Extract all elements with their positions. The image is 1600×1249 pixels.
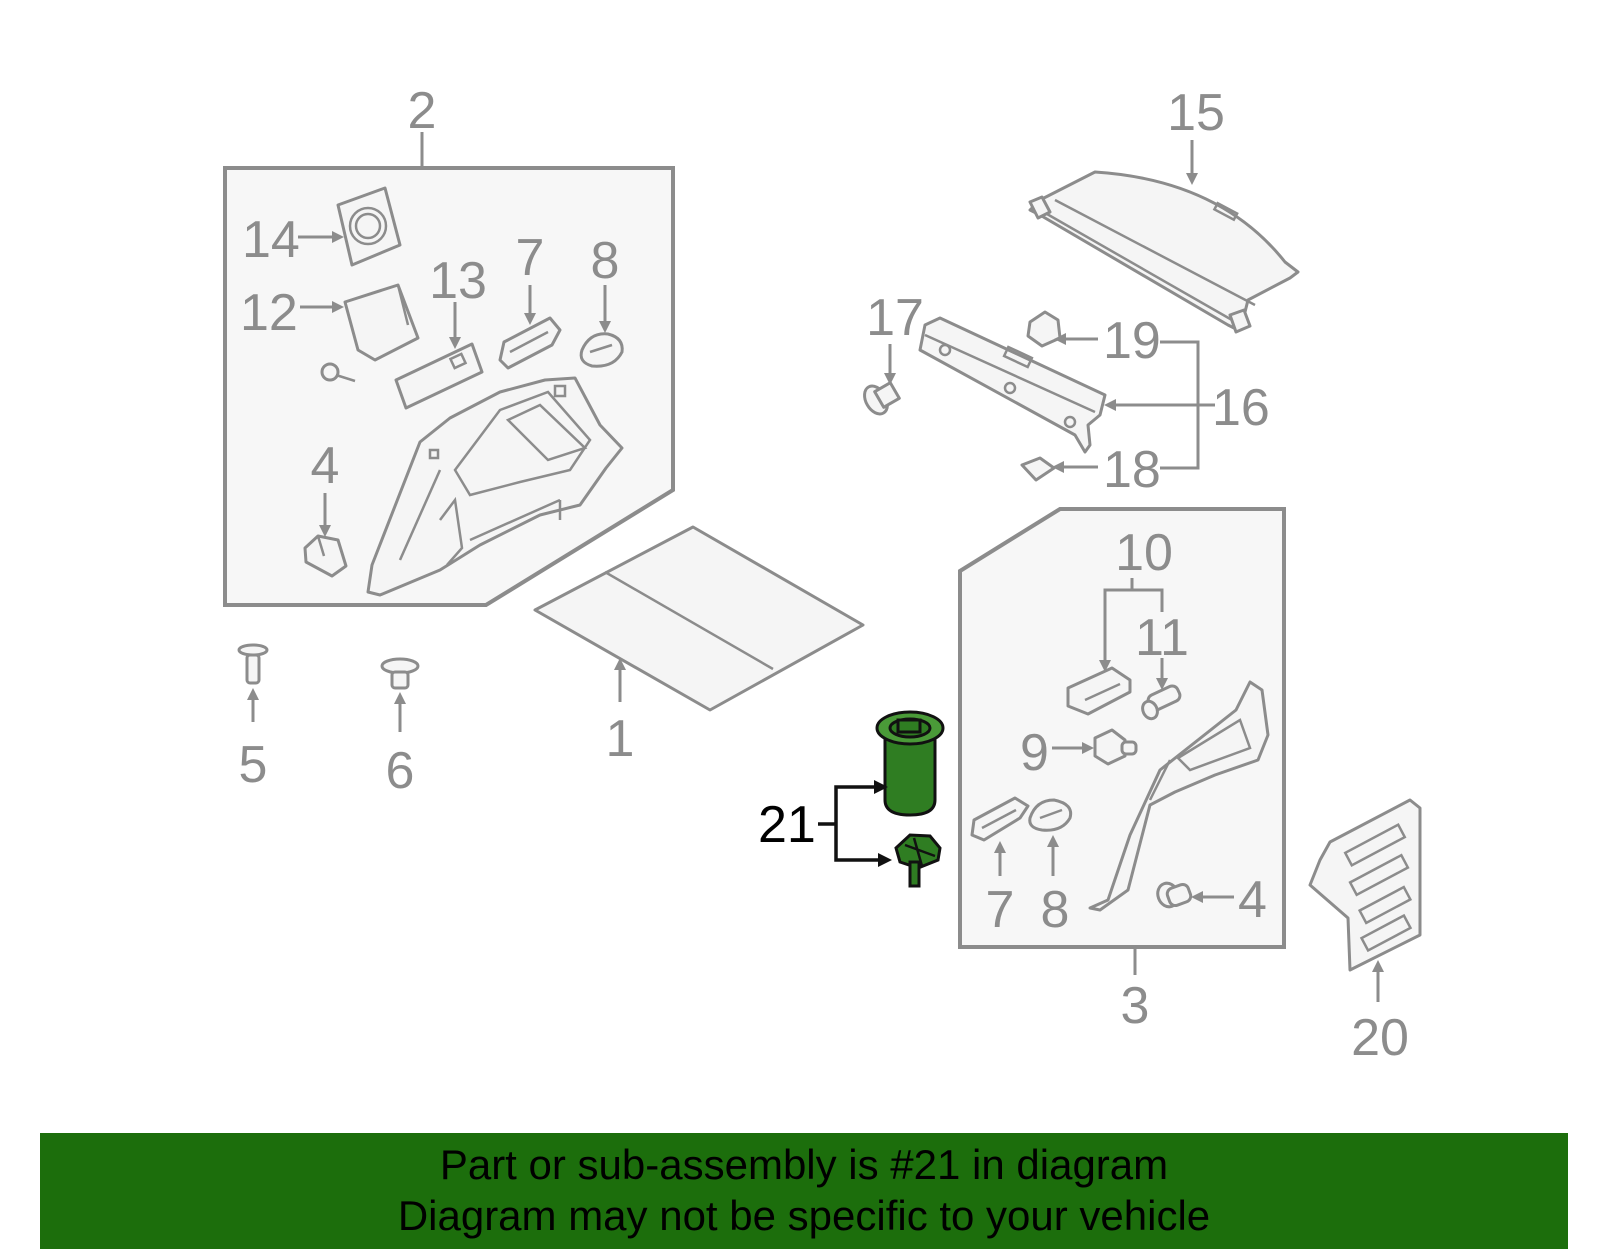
callout-13: 13 — [429, 252, 487, 310]
assembly-box-3 — [958, 507, 1286, 949]
callout-8-lower: 8 — [1041, 881, 1070, 939]
callout-11: 11 — [1135, 609, 1189, 667]
callout-10: 10 — [1115, 524, 1173, 582]
part-7-lamp-lower[interactable] — [970, 796, 1030, 842]
part-21-upper-holder[interactable] — [875, 710, 945, 817]
callout-4-left: 4 — [311, 437, 340, 495]
part-7-lamp-upper[interactable] — [498, 316, 562, 370]
part-16-sill-plate[interactable] — [918, 316, 1107, 454]
part-4-clip-left[interactable] — [303, 534, 348, 578]
callout-3: 3 — [1121, 977, 1150, 1035]
callout-17: 17 — [866, 289, 924, 347]
callout-7-upper: 7 — [516, 229, 545, 287]
part-4-clip-right[interactable] — [1154, 880, 1193, 909]
callout-2: 2 — [408, 82, 437, 140]
part-20-side-panel[interactable] — [1308, 798, 1422, 972]
callout-7-lower: 7 — [986, 881, 1015, 939]
callout-1: 1 — [606, 710, 635, 768]
part-5-fastener[interactable] — [237, 643, 269, 685]
part-15-tonneau-cover[interactable] — [1028, 170, 1300, 334]
callout-8-upper: 8 — [591, 232, 620, 290]
part-19-clip[interactable] — [1026, 310, 1062, 348]
part-1-cargo-mat[interactable] — [533, 525, 865, 712]
part-2-quarter-trim-panel[interactable] — [366, 376, 624, 597]
footer-banner: Part or sub-assembly is #21 in diagram D… — [40, 1133, 1568, 1249]
callout-15: 15 — [1167, 84, 1225, 142]
footer-line-1: Part or sub-assembly is #21 in diagram — [439, 1141, 1169, 1188]
callout-16: 16 — [1212, 379, 1270, 437]
part-8-cap-upper[interactable] — [579, 332, 624, 368]
part-13-plate[interactable] — [394, 342, 484, 410]
part-21-lower-bolt[interactable] — [894, 833, 942, 888]
part-17-grommet[interactable] — [860, 381, 901, 418]
callout-19: 19 — [1103, 312, 1161, 370]
part-14-speaker-grille[interactable] — [336, 186, 402, 267]
callout-14: 14 — [242, 211, 300, 269]
callout-18: 18 — [1103, 441, 1161, 499]
footer-line-2: Diagram may not be specific to your vehi… — [397, 1192, 1211, 1239]
part-3-quarter-trim-panel[interactable] — [1088, 680, 1270, 912]
callout-9: 9 — [1020, 724, 1049, 782]
part-18-clip[interactable] — [1020, 456, 1056, 482]
part-6-push-clip[interactable] — [380, 657, 420, 690]
part-11-bulb[interactable] — [1140, 684, 1182, 721]
callout-4-right: 4 — [1238, 871, 1267, 929]
part-12-cover[interactable] — [320, 283, 420, 383]
callout-12: 12 — [240, 284, 298, 342]
part-8-cap-lower[interactable] — [1028, 798, 1073, 832]
callout-21: 21 — [758, 796, 816, 854]
callout-20: 20 — [1351, 1009, 1409, 1067]
callout-5: 5 — [239, 736, 268, 794]
part-10-lamp[interactable] — [1066, 666, 1132, 716]
callout-6: 6 — [386, 742, 415, 800]
part-9-socket[interactable] — [1093, 728, 1138, 766]
